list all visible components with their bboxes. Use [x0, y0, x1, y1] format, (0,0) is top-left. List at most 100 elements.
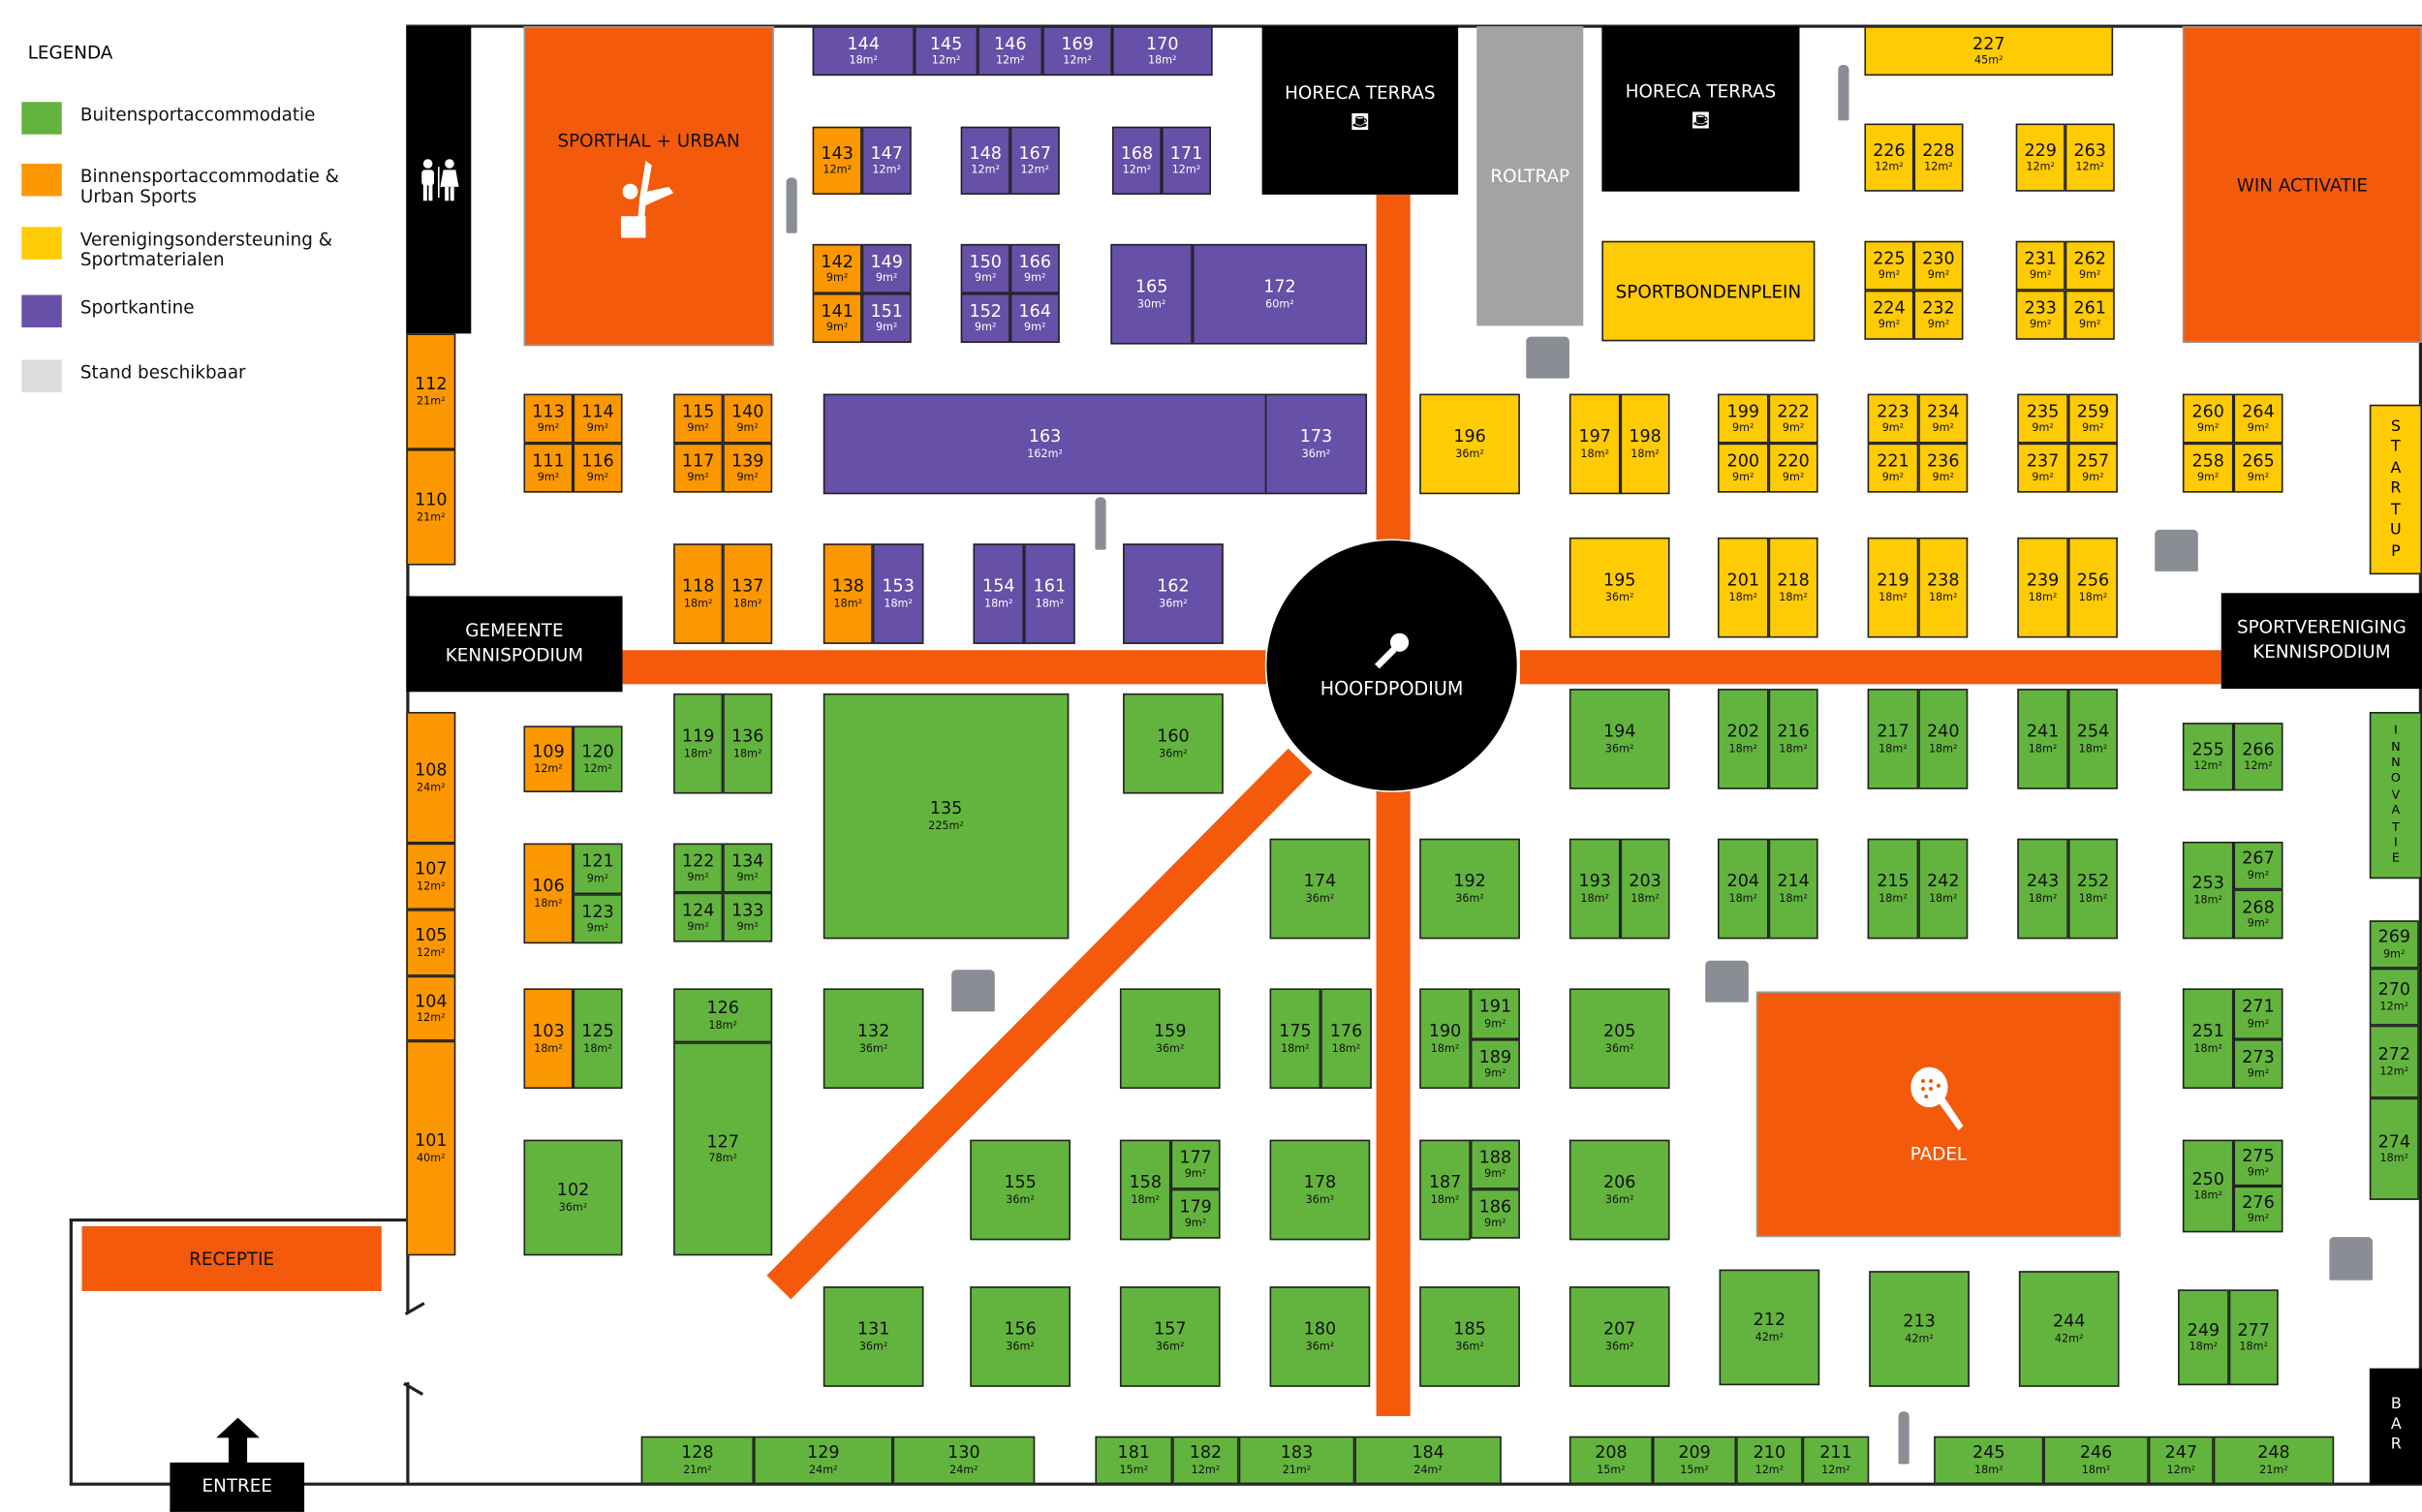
hoofdpodium[interactable]: HOOFDPODIUM — [1264, 539, 1519, 792]
horeca-terras-2[interactable]: HORECA TERRAS⛾ — [1601, 26, 1800, 192]
padel-court[interactable]: PADEL — [1755, 991, 2122, 1238]
bar[interactable]: BAR — [2369, 1368, 2422, 1485]
gemeente-kennispodium[interactable]: GEMEENTE KENNISPODIUM — [406, 596, 623, 693]
sporthal-urban[interactable]: SPORTHAL + URBAN — [523, 26, 774, 347]
sportvereniging-kennispodium[interactable]: SPORTVERENIGING KENNISPODIUM — [2220, 593, 2422, 690]
entree-button[interactable]: ENTREE — [170, 1462, 305, 1512]
